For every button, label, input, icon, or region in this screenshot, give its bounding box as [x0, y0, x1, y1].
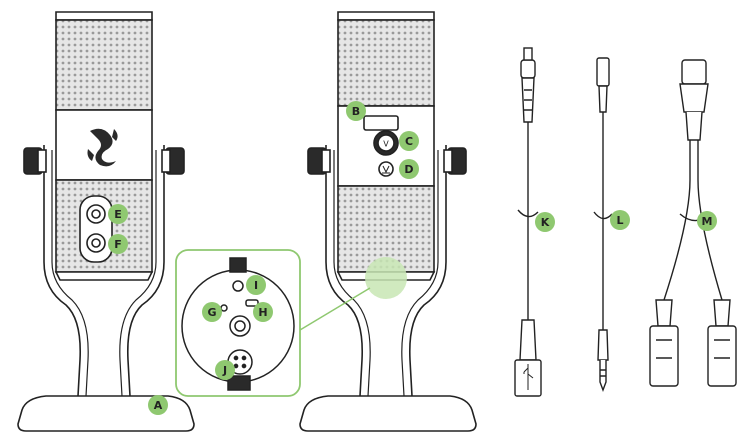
callout-h: H [253, 302, 273, 322]
callout-b: B [346, 101, 366, 121]
bottom-port-highlight [365, 257, 407, 299]
callout-d-label: D [404, 163, 413, 176]
callout-i: I [246, 275, 266, 295]
callout-l: L [610, 210, 630, 230]
mic-back-grille-top [337, 19, 435, 107]
razer-snake-logo-icon [87, 128, 118, 167]
callout-c-label: C [405, 135, 413, 148]
callout-g: G [202, 302, 222, 322]
xlr-plug-left [649, 325, 679, 387]
mic-front-grille-top [55, 19, 153, 111]
headphone-jack [232, 280, 244, 292]
xlr-y-split-cable [649, 59, 737, 387]
callout-a: A [148, 395, 168, 415]
microphone-back-view [299, 11, 477, 432]
volume-symbol: V [383, 140, 389, 149]
callout-k: K [535, 212, 555, 232]
audio-3-5mm-cable [593, 57, 613, 392]
callout-e: E [108, 204, 128, 224]
callout-d: D [399, 159, 419, 179]
callout-k-label: K [541, 216, 550, 229]
callout-m-label: M [702, 215, 713, 228]
mute-button-icon [378, 161, 394, 177]
status-led [220, 304, 228, 312]
callout-e-label: E [114, 208, 122, 221]
callout-i-label: I [254, 279, 258, 292]
zoom-connector-line [299, 287, 371, 331]
callout-g-label: G [207, 306, 216, 319]
callout-j-label: J [222, 364, 227, 377]
bottom-knob-bottom [227, 375, 251, 391]
mic-back-base [299, 395, 477, 432]
mic-front-base [17, 395, 195, 432]
mic-back-led-slot [363, 115, 399, 131]
callout-m: M [697, 211, 717, 231]
microphone-front-view [17, 11, 195, 432]
bottom-view-inset [175, 249, 301, 397]
callout-f: F [108, 234, 128, 254]
callout-a-label: A [154, 399, 163, 412]
usb-c-to-usb-a-cable [514, 47, 542, 397]
callout-h-label: H [258, 306, 267, 319]
usb-c-port [245, 299, 259, 307]
xlr-plug-right [707, 325, 737, 387]
callouts: A B C D E F G H [108, 101, 717, 415]
callout-j: J [215, 360, 235, 380]
bottom-knob-top [229, 257, 247, 273]
mic-back-stand [325, 145, 447, 397]
callout-l-label: L [616, 214, 623, 227]
callout-c: C [399, 131, 419, 151]
callout-b-label: B [352, 105, 360, 118]
cables [514, 47, 737, 397]
callout-f-label: F [114, 238, 122, 251]
mic-front-stand [43, 145, 165, 397]
